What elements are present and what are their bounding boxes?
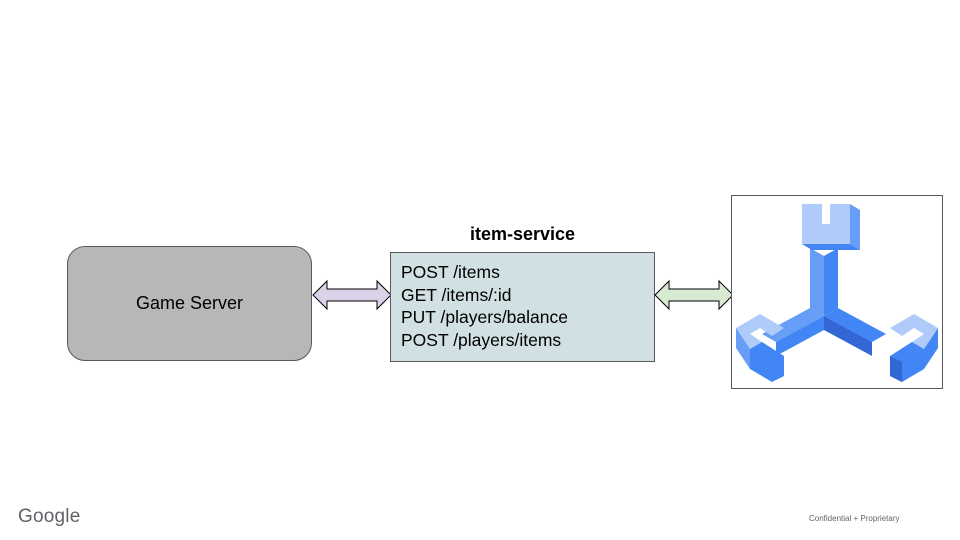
- endpoint-post-items: POST /items: [401, 262, 500, 282]
- cloud-spanner-icon: [736, 204, 938, 382]
- google-logo: Google: [18, 506, 81, 527]
- spanner-logo-box: [731, 195, 943, 389]
- game-server-label: Game Server: [135, 293, 244, 313]
- item-service-title: item-service: [469, 224, 576, 244]
- endpoint-post-player-items: POST /players/items: [401, 329, 562, 350]
- endpoint-get-item: GET /items/:id: [401, 284, 512, 305]
- game-server-service-arrow: [312, 279, 392, 311]
- endpoint-put-balance: PUT /players/balance: [401, 307, 568, 327]
- game-server-node: Game Server: [67, 246, 312, 361]
- confidential-note: Confidential + Proprietary: [809, 514, 900, 523]
- service-spanner-arrow: [654, 279, 734, 311]
- item-service-node: POST /items GET /items/:id PUT /players/…: [390, 252, 655, 362]
